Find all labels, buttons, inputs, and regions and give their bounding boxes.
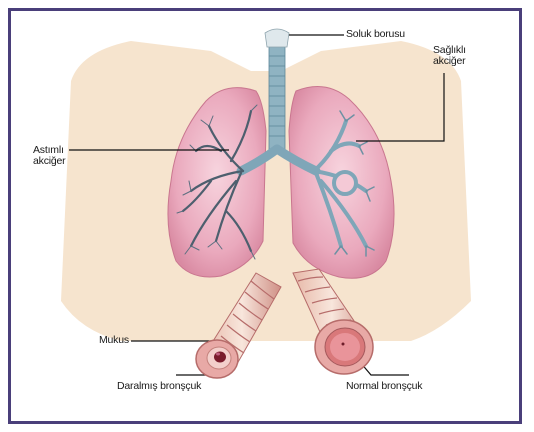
- label-healthy-lung-line2: akciğer: [433, 56, 466, 67]
- lungs-illustration: [11, 11, 519, 421]
- label-normal-bronchus: Normal bronşçuk: [346, 381, 422, 392]
- label-trachea: Soluk borusu: [346, 29, 405, 40]
- label-narrowed-bronchus: Daralmış bronşçuk: [117, 381, 201, 392]
- diagram-frame: Soluk borusu Sağlıklı akciğer Astımlı ak…: [8, 8, 522, 424]
- label-asthmatic-lung: Astımlı akciğer: [33, 145, 65, 167]
- label-asthmatic-lung-line2: akciğer: [33, 156, 65, 167]
- label-mucus: Mukus: [99, 335, 129, 346]
- label-healthy-lung: Sağlıklı akciğer: [433, 45, 466, 67]
- larynx: [265, 29, 289, 47]
